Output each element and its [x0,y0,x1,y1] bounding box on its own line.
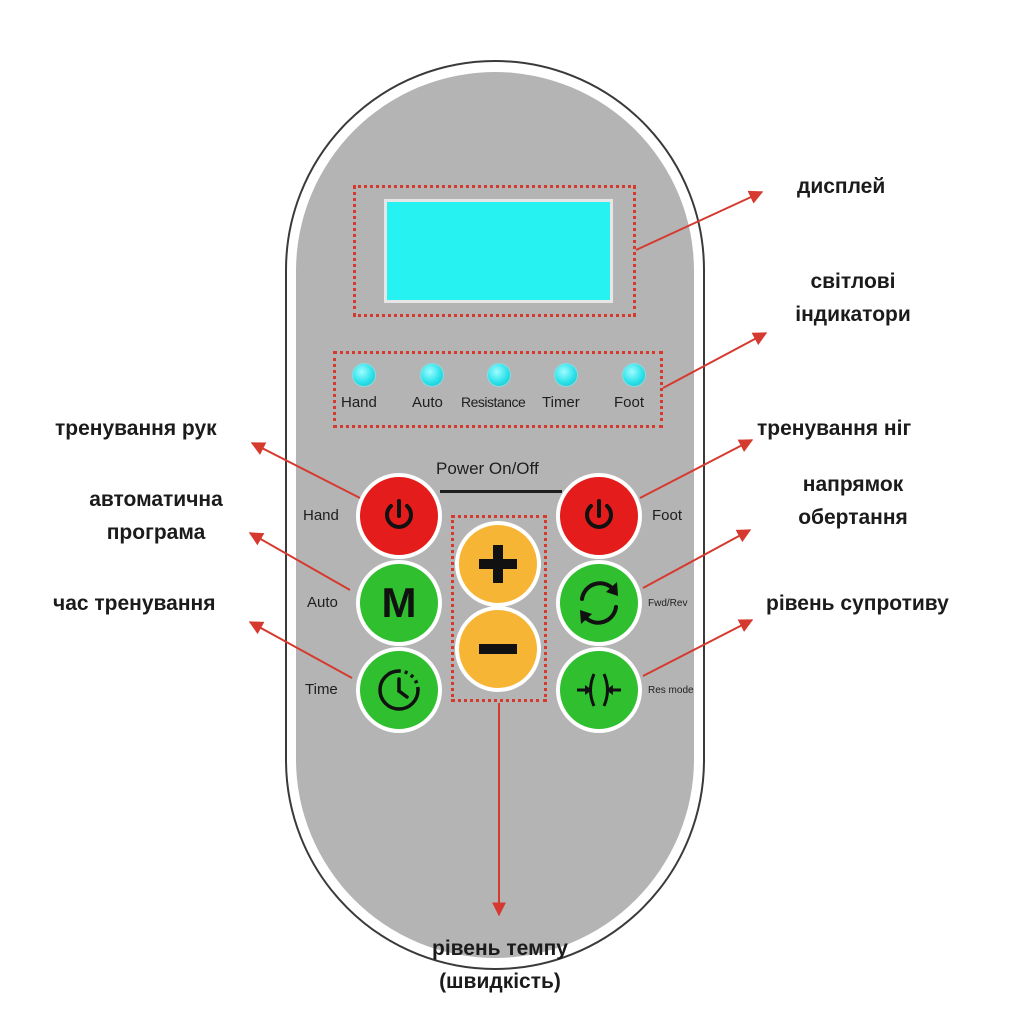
plus-icon [479,545,517,583]
auto-program-button[interactable]: M [356,560,442,646]
rotation-direction-button[interactable] [556,560,642,646]
callout-display: дисплей [797,175,886,198]
power-on-off-label: Power On/Off [436,459,539,478]
speed-highlight-frame [451,515,547,702]
led-foot [622,363,646,387]
display-highlight-frame [353,185,636,317]
callout-tempo-line-2: (швидкість) [439,970,561,993]
power-divider-line [440,490,562,493]
callout-rotation: напрямок обертання [778,468,928,534]
rotate-arrows-icon [580,581,618,625]
fwd-rev-button-label: Fwd/Rev [648,598,688,609]
callout-hand-training: тренування рук [55,417,217,440]
m-letter-icon: M [381,579,417,626]
foot-button-label: Foot [652,507,683,524]
time-button[interactable] [356,647,442,733]
minus-icon [479,644,517,654]
callout-auto-program: автоматична програма [72,483,240,549]
foot-power-button[interactable] [556,473,642,559]
time-button-label: Time [305,681,338,698]
led-label-resistance: Resistance [461,394,526,410]
power-icon [585,499,613,529]
led-label-foot: Foot [614,394,645,411]
callout-tempo: рівень темпу (швидкість) [400,932,600,998]
callout-resistance-level: рівень супротиву [766,592,949,615]
led-auto [420,363,444,387]
hand-button-label: Hand [303,507,339,524]
display-screen [384,199,613,303]
led-hand [352,363,376,387]
auto-button-label: Auto [307,594,338,611]
callout-auto-program-line-2: програма [106,521,206,544]
clock-icon [378,669,420,711]
callout-tempo-line-1: рівень темпу [432,937,568,960]
callout-indicators: світлові індикатори [782,265,924,331]
indicators-highlight-frame [333,351,663,428]
callout-rotation-line-2: обертання [798,506,908,529]
callout-rotation-line-1: напрямок [802,473,904,496]
led-label-hand: Hand [341,394,377,411]
led-resistance [487,363,511,387]
resistance-mode-button[interactable] [556,647,642,733]
callout-auto-program-line-1: автоматична [89,488,223,511]
speed-minus-button[interactable] [455,606,541,692]
resistance-icon [577,673,621,707]
led-timer [554,363,578,387]
callout-foot-training: тренування ніг [757,417,912,440]
callout-indicators-line-1: світлові [810,270,896,293]
res-mode-button-label: Res mode [648,685,694,696]
led-label-timer: Timer [542,394,580,411]
speed-plus-button[interactable] [455,521,541,607]
callout-training-time: час тренування [53,592,216,615]
callout-indicators-line-2: індикатори [795,303,911,326]
led-label-auto: Auto [412,394,443,411]
power-icon [385,499,413,529]
hand-power-button[interactable] [356,473,442,559]
